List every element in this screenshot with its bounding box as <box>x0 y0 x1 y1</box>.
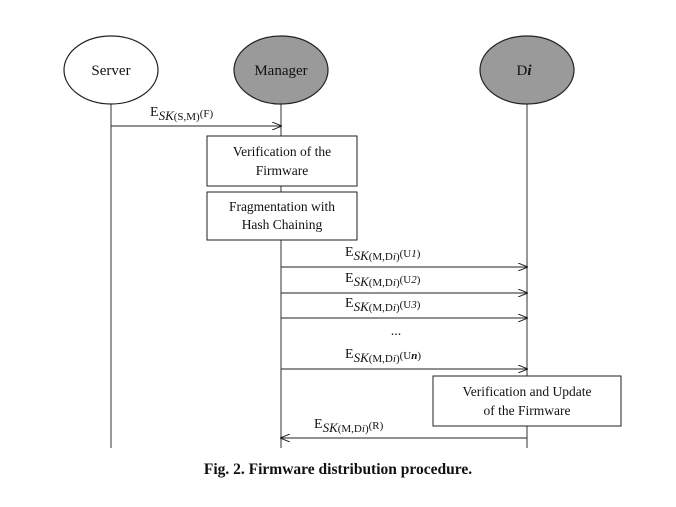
box-fragmentation-line2: Hash Chaining <box>242 217 323 232</box>
message-label: ESK(M,Di)(U2) <box>345 271 421 289</box>
box-fragmentation: Fragmentation with Hash Chaining <box>206 191 358 241</box>
message-label: ESK(M,Di)(U3) <box>345 296 421 314</box>
actor-device: Di <box>479 35 575 105</box>
message-ellipsis: ... <box>391 324 402 339</box>
box-verification-line1: Verification of the <box>233 144 331 159</box>
box-verification-update: Verification and Update of the Firmware <box>432 375 622 427</box>
actor-server: Server <box>63 35 159 105</box>
box-update-line2: of the Firmware <box>484 403 571 418</box>
box-verification-firmware: Verification of the Firmware <box>206 135 358 187</box>
message-label: ESK(M,Di)(U1) <box>345 245 421 263</box>
box-update-line1: Verification and Update <box>463 384 592 399</box>
box-verification-line2: Firmware <box>256 163 308 178</box>
figure-caption: Fig. 2. Firmware distribution procedure. <box>204 461 472 478</box>
message-manager-to-device-u3: ESK(M,Di)(U3) <box>281 296 527 318</box>
actor-manager: Manager <box>233 35 329 105</box>
message-manager-to-device-u1: ESK(M,Di)(U1) <box>281 245 527 267</box>
actor-device-label-italic: i <box>527 63 532 79</box>
message-label: ESK(M,Di)(R) <box>314 417 384 435</box>
message-label: ESK(S,M)(F) <box>150 105 213 123</box>
box-verification-rect <box>206 135 358 187</box>
actor-server-ellipse <box>63 35 159 105</box>
actor-device-label-main: D <box>516 63 527 79</box>
actor-server-label: Server <box>91 63 130 79</box>
message-manager-to-device-u2: ESK(M,Di)(U2) <box>281 271 527 293</box>
actor-device-label: Di <box>516 63 532 79</box>
box-fragmentation-line1: Fragmentation with <box>229 199 335 214</box>
message-device-to-manager-r: ESK(M,Di)(R) <box>281 417 527 438</box>
actor-manager-ellipse <box>233 35 329 105</box>
actor-manager-label: Manager <box>254 63 307 79</box>
message-server-to-manager: ESK(S,M)(F) <box>111 105 281 126</box>
actor-device-ellipse <box>479 35 575 105</box>
box-update-rect <box>432 375 622 427</box>
message-manager-to-device-un: ESK(M,Di)(Un) <box>281 347 527 369</box>
message-label: ESK(M,Di)(Un) <box>345 347 421 365</box>
box-fragmentation-rect <box>206 191 358 241</box>
